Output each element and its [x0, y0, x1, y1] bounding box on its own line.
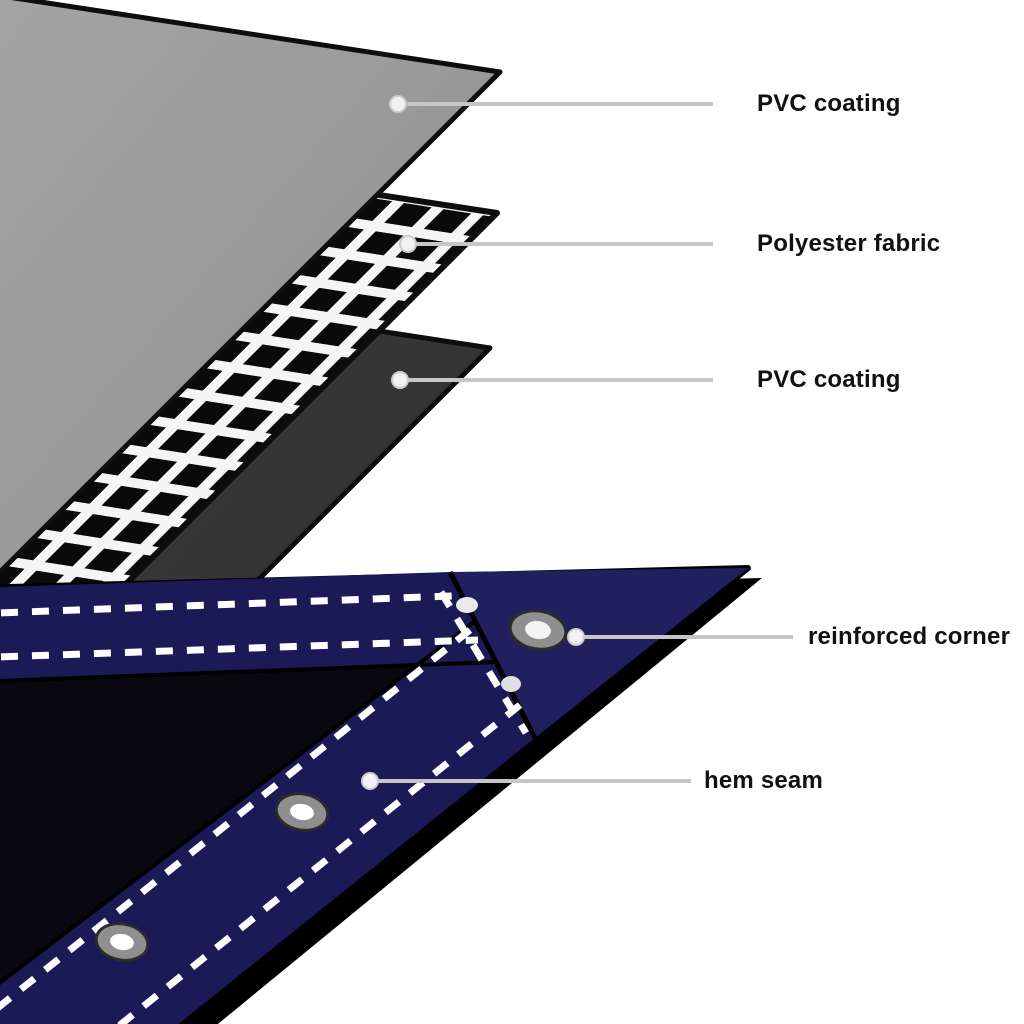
leader-dot-reinforced-corner	[567, 628, 585, 646]
top-band-inner-seam-line	[0, 660, 497, 683]
tarp-top-hem-band	[0, 572, 496, 681]
lower-band-inner-seam-line	[0, 619, 477, 986]
label-pvc-coating-top: PVC coating	[757, 90, 901, 117]
pvc-coating-top-layer	[0, 0, 503, 576]
leader-dot-pvc-top	[389, 95, 407, 113]
pvc-top-sheet	[0, 0, 503, 576]
tarp-lower-hem-band	[0, 621, 535, 1024]
tarpaulin-corner	[0, 565, 762, 1024]
label-polyester-fabric: Polyester fabric	[757, 230, 941, 257]
leader-dot-polyester	[399, 235, 417, 253]
grommet-hem-2-hole	[110, 933, 134, 951]
leader-dot-hem-seam	[361, 772, 379, 790]
corner-rivet-bottom	[501, 676, 521, 692]
corner-rivet-top	[456, 597, 478, 613]
stitch-lower-row-inner	[0, 627, 473, 1011]
label-pvc-coating-bottom: PVC coating	[757, 366, 901, 393]
stitch-rows	[0, 590, 529, 1024]
label-hem-seam: hem seam	[704, 767, 823, 794]
leader-dot-pvc-bottom	[391, 371, 409, 389]
grommet-hem-1-hole	[290, 803, 314, 821]
tarp-reinforced-corner-patch	[450, 568, 748, 738]
grommet-hem-1	[274, 792, 330, 832]
leader-lines	[372, 102, 793, 783]
leader-dots	[361, 95, 585, 790]
grommet-corner-hole	[525, 620, 551, 640]
grommet-hem-2	[94, 922, 150, 962]
grommet-corner	[508, 609, 568, 651]
stitch-top-row-2	[0, 636, 479, 661]
stitch-lower-row-outer	[115, 702, 523, 1024]
label-reinforced-corner: reinforced corner	[808, 623, 1011, 650]
